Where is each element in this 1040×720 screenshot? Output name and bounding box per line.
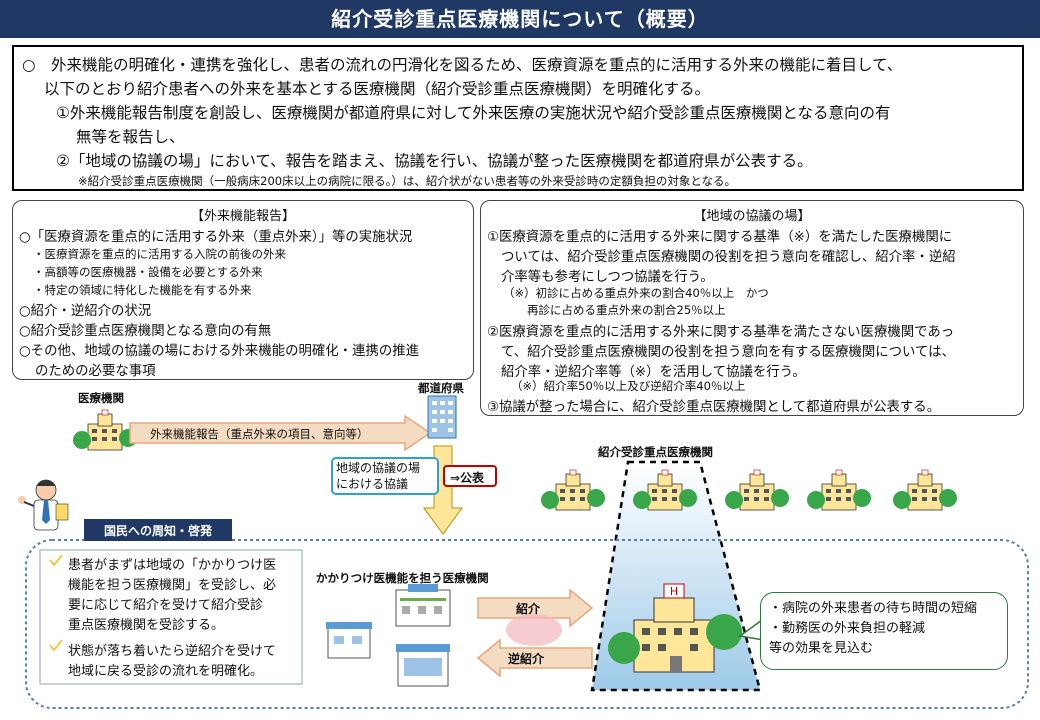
kakaritsuke-label: かかりつけ医機能を担う医療機関 [316, 571, 489, 585]
clinic-icon [396, 644, 450, 687]
effect-line: 等の効果を見込む [769, 641, 874, 656]
report-line: ○「医療資源を重点的に活用する外来（重点外来）」等の実施状況 [19, 230, 413, 245]
patient-text-line: 要に応じて紹介を受けて紹介受診 [68, 598, 264, 613]
hospital-icon [540, 469, 606, 511]
effect-line: ・勤務医の外来負担の軽減 [769, 621, 926, 636]
council-line: 再診に占める重点外来の割合25％以上 [527, 303, 726, 317]
reverse-referral-arrow [476, 638, 593, 678]
public-notice-tab [84, 519, 232, 541]
report-line: ・医療資源を重点的に活用する入院の前後の外来 [33, 247, 286, 261]
publish-label: ⇒公表 [450, 471, 485, 485]
report-line: ・特定の領域に特化した機能を有する外来 [33, 283, 252, 297]
blur-mark [506, 614, 562, 646]
council-line: 介率等も参考にしつつ協議を行う。 [501, 270, 714, 285]
prefecture-building-icon [427, 395, 457, 439]
public-notice-label: 国民への周知・啓発 [103, 524, 212, 538]
patient-flow-area [25, 539, 1029, 709]
report-line: ○紹介・逆紹介の状況 [19, 304, 152, 319]
hospital-icon [806, 469, 872, 511]
council-line: て、紹介受診重点医療機関の役割を担う意向を有する医療機関については、 [501, 345, 955, 360]
patient-text-line: 状態が落ち着いたら逆紹介を受けて [68, 644, 277, 659]
hospital-icon [72, 409, 138, 451]
check-icon [49, 639, 63, 652]
check-icon [49, 554, 63, 567]
prefecture-label: 都道府県 [418, 381, 464, 395]
effect-line: ・病院の外来患者の待ち時間の短縮 [769, 601, 978, 616]
council-heading: 【地域の協議の場】 [693, 209, 811, 224]
referral-label: 紹介 [516, 602, 541, 616]
report-heading: 【外来機能報告】 [190, 209, 295, 224]
publish-label-frame [443, 465, 497, 487]
effects-bubble: ・病院の外来患者の待ち時間の短縮 ・勤務医の外来負担の軽減 等の効果を見込む [760, 592, 1008, 670]
summary-line: ○ 外来機能の明確化・連携を強化し、患者の流れの円滑化を図るため、医療資源を重点… [22, 56, 903, 74]
report-box: 【外来機能報告】 ○「医療資源を重点的に活用する外来（重点外来）」等の実施状況 … [12, 200, 474, 380]
summary-box: ○ 外来機能の明確化・連携を強化し、患者の流れの円滑化を図るため、医療資源を重点… [12, 45, 1024, 191]
patient-text-item2: 状態が落ち着いたら逆紹介を受けて 地域に戻る受診の流れを明確化。 [68, 642, 276, 682]
reverse-referral-label: 逆紹介 [508, 652, 545, 666]
patient-text-line: 患者がまずは地域の「かかりつけ医 [68, 558, 277, 573]
council-line: 紹介率・逆紹介率等（※）を活用して協議を行う。 [501, 365, 806, 380]
council-line: ①医療資源を重点的に活用する外来に関する基準（※）を満たした医療機関に [487, 230, 953, 245]
page-title: 紹介受診重点医療機関について（概要） [0, 0, 1040, 38]
hospital-icon [892, 469, 958, 511]
medical-institution-label: 医療機関 [78, 391, 124, 405]
council-label: 地域の協議の場 における協議 [336, 461, 421, 491]
council-line: ③協議が整った場合に、紹介受診重点医療機関として都道府県が公表する。 [487, 400, 941, 415]
patient-text-line: 機能を担う医療機関」を受診し、必 [68, 578, 277, 593]
summary-line: ①外来機能報告制度を創設し、医療機関が都道府県に対して外来医療の実施状況や紹介受… [56, 104, 891, 122]
council-box: 【地域の協議の場】 ①医療資源を重点的に活用する外来に関する基準（※）を満たした… [480, 200, 1024, 416]
council-line: ついては、紹介受診重点医療機関の役割を担う意向を確認し、紹介率・逆紹 [501, 250, 956, 265]
report-line: ○その他、地域の協議の場における外来機能の明確化・連携の推進 [19, 344, 420, 359]
summary-note: ※紹介受診重点医療機関（一般病床200床以上の病院に限る。）は、紹介状がない患者… [78, 174, 736, 188]
summary-line: 以下のとおり紹介患者への外来を基本とする医療機関（紹介受診重点医療機関）を明確化… [44, 80, 711, 98]
referral-arrow [477, 588, 594, 628]
patient-text-item1: 患者がまずは地域の「かかりつけ医 機能を担う医療機関」を受診し、必 要に応じて紹… [68, 556, 276, 636]
patient-text-panel [39, 549, 303, 685]
council-line: （※）紹介率50％以上及び逆紹介率40％以上 [511, 379, 746, 393]
report-line: ○紹介受診重点医療機関となる意向の有無 [19, 324, 272, 339]
report-line: のための必要な事項 [35, 364, 156, 379]
clinic-icon [326, 622, 372, 659]
council-line: ②医療資源を重点的に活用する外来に関する基準を満たさない医療機関であっ [487, 325, 955, 340]
report-arrow-label: 外来機能報告（重点外来の項目、意向等） [150, 427, 369, 441]
publish-down-arrow [423, 445, 463, 535]
patient-text-line: 地域に戻る受診の流れを明確化。 [68, 664, 264, 679]
report-arrow [129, 414, 432, 452]
clinic-icon [395, 584, 451, 627]
person-icon [18, 479, 69, 531]
patient-text-line: 重点医療機関を受診する。 [68, 618, 225, 633]
key-hospital-icon: H [608, 583, 742, 673]
key-institution-label: 紹介受診重点医療機関 [598, 445, 713, 459]
summary-line: ②「地域の協議の場」において、報告を踏まえ、協議を行い、協議が整った医療機関を都… [56, 152, 813, 170]
council-label-frame [331, 457, 439, 495]
council-line: （※）初診に占める重点外来の割合40％以上 かつ [503, 286, 769, 300]
summary-line: 無等を報告し、 [76, 128, 185, 146]
report-line: ・高額等の医療機器・設備を必要とする外来 [33, 265, 263, 279]
svg-text:H: H [670, 585, 678, 598]
hospital-icon [724, 469, 790, 511]
